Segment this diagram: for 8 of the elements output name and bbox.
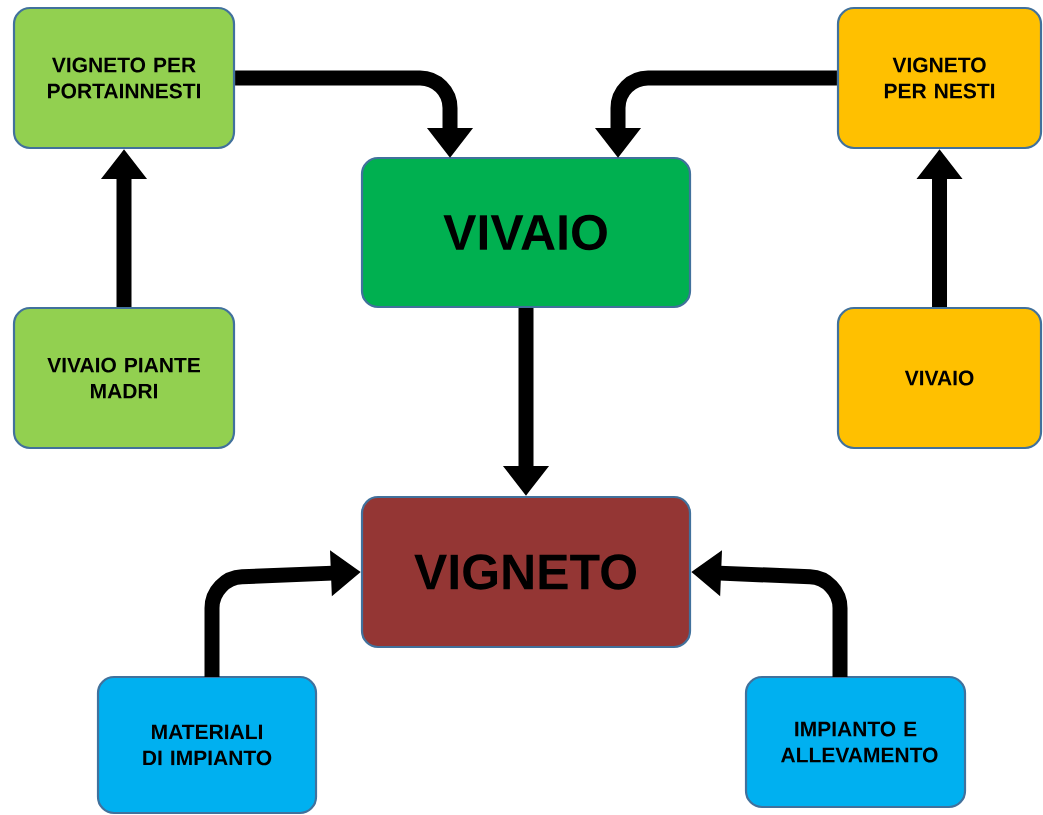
process-box: MATERIALI DI IMPIANTO <box>96 675 318 815</box>
process-box: VIVAIO <box>836 306 1043 450</box>
process-box: VIGNETO <box>360 495 692 649</box>
process-box: VIVAIO PIANTE MADRI <box>12 306 236 450</box>
process-box: VIGNETO PER NESTI <box>836 6 1043 150</box>
process-box: VIGNETO PER PORTAINNESTI <box>12 6 236 150</box>
process-box: VIVAIO <box>360 156 692 309</box>
process-box: IMPIANTO E ALLEVAMENTO <box>744 675 967 809</box>
